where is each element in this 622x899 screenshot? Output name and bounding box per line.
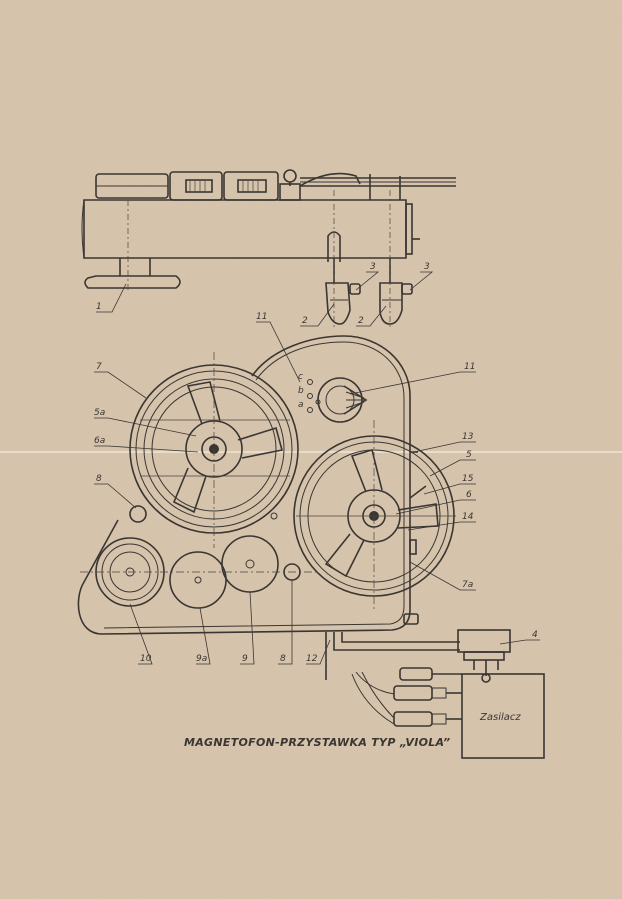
power-supply-label: Zasilacz [479, 712, 521, 723]
power-supply-assembly [351, 629, 545, 759]
part-number-labels: 1 2 2 3 3 7 5a 6a 8 11 11 c b a 13 5 15 … [94, 262, 538, 664]
label-part-12: 12 [306, 654, 318, 664]
label-part-6: 6 [466, 490, 472, 500]
label-selector-c: c [298, 372, 303, 382]
label-part-9a: 9a [196, 654, 207, 664]
label-part-7a: 7a [462, 580, 473, 590]
label-part-9: 9 [242, 654, 248, 664]
label-part-6a: 6a [94, 436, 105, 446]
label-part-11-right: 11 [464, 362, 475, 372]
label-part-1: 1 [96, 302, 102, 312]
top-view [77, 335, 460, 680]
label-selector-b: b [298, 386, 304, 396]
label-selector-a: a [298, 400, 304, 410]
label-part-10: 10 [140, 654, 152, 664]
label-part-5a: 5a [94, 408, 105, 418]
label-part-3-right: 3 [424, 262, 430, 272]
label-part-13: 13 [462, 432, 474, 442]
label-part-8-right: 8 [280, 654, 286, 664]
drawing-caption: MAGNETOFON-PRZYSTAWKA TYP „VIOLA” [184, 736, 450, 749]
label-part-15: 15 [462, 474, 474, 484]
label-part-5: 5 [466, 450, 472, 460]
label-part-11-left: 11 [256, 312, 267, 322]
side-view [81, 169, 456, 330]
label-part-2-right: 2 [358, 316, 364, 326]
label-part-7: 7 [96, 362, 102, 372]
leader-lines [94, 271, 540, 665]
label-part-14: 14 [462, 512, 474, 522]
label-part-8-left: 8 [96, 474, 102, 484]
label-part-4: 4 [532, 630, 538, 640]
label-part-2-left: 2 [302, 316, 308, 326]
label-part-3-left: 3 [370, 262, 376, 272]
selector-knob [307, 377, 368, 423]
